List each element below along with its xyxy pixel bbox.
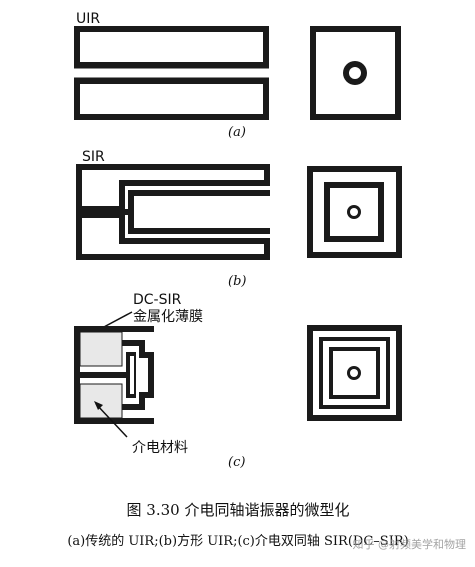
label-uir: UIR	[76, 11, 100, 27]
subcaption-b: (b)	[228, 274, 246, 289]
dielectric-arrowhead	[94, 401, 103, 410]
figure-caption-title: 图 3.30 介电同轴谐振器的微型化	[127, 501, 350, 519]
label-metal-film: 金属化薄膜	[133, 309, 203, 325]
sir-end-view	[307, 166, 402, 258]
dc-sir-end-view	[307, 325, 402, 421]
metal-film-pointer	[101, 311, 133, 329]
figure-caption-subtitle: (a)传统的 UIR;(b)方形 UIR;(c)介电双同轴 SIR(DC–SIR…	[67, 533, 408, 549]
subcaption-c: (c)	[228, 455, 245, 470]
watermark: 知乎 @射频美学和物理	[353, 537, 467, 551]
label-dc-sir: DC-SIR	[133, 292, 182, 308]
uir-end-view	[310, 26, 401, 120]
sir-side-view	[76, 164, 270, 260]
label-dielectric: 介电材料	[132, 440, 188, 456]
subcaption-a: (a)	[228, 125, 246, 140]
uir-side-view	[74, 26, 269, 120]
label-sir: SIR	[82, 149, 105, 165]
dielectric-pointer	[95, 403, 128, 438]
dc-sir-side-view	[74, 326, 154, 424]
